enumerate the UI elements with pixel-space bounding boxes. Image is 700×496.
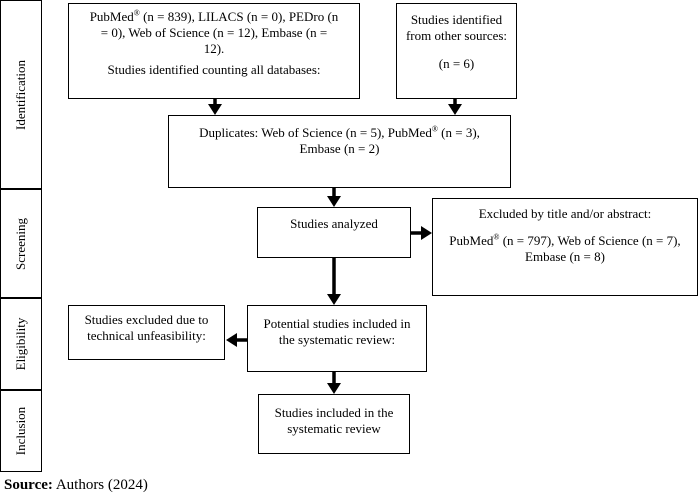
source-note: Source: Authors (2024) bbox=[4, 477, 148, 494]
source-text: Authors (2024) bbox=[52, 477, 148, 493]
phase-eligibility: Eligibility bbox=[0, 298, 42, 390]
excluded-technical-line-2: technical unfeasibility: bbox=[87, 328, 206, 343]
phase-screening: Screening bbox=[0, 189, 42, 298]
excluded-title-line-3: Embase (n = 8) bbox=[525, 249, 605, 264]
phase-inclusion-label: Inclusion bbox=[13, 406, 28, 456]
other-sources-line-3: (n = 6) bbox=[438, 56, 475, 71]
phase-identification: Identification bbox=[0, 0, 42, 189]
databases-box: PubMed® (n = 839), LILACS (n = 0), PEDro… bbox=[68, 3, 360, 99]
duplicates-line-1: Duplicates: Web of Science (n = 5), PubM… bbox=[199, 124, 480, 140]
databases-line-3: 12). bbox=[203, 41, 225, 56]
excluded-title-line-2: PubMed® (n = 797), Web of Science (n = 7… bbox=[449, 232, 681, 248]
excluded-technical-box: Studies excluded due to technical unfeas… bbox=[68, 305, 225, 360]
other-sources-line-1: Studies identified bbox=[410, 12, 503, 27]
included-line-2: systematic review bbox=[287, 421, 381, 436]
duplicates-box: Duplicates: Web of Science (n = 5), PubM… bbox=[168, 115, 511, 188]
potential-box: Potential studies included in the system… bbox=[247, 305, 427, 372]
potential-line-1: Potential studies included in bbox=[263, 316, 411, 331]
potential-line-2: the systematic review: bbox=[278, 332, 396, 347]
phase-inclusion: Inclusion bbox=[0, 390, 42, 472]
analyzed-line-1: Studies analyzed bbox=[290, 216, 378, 231]
databases-line-1: PubMed® (n = 839), LILACS (n = 0), PEDro… bbox=[89, 8, 339, 24]
excluded-title-box: Excluded by title and/or abstract: PubMe… bbox=[432, 198, 698, 296]
analyzed-box: Studies analyzed bbox=[257, 207, 411, 258]
other-sources-box: Studies identified from other sources: (… bbox=[396, 3, 517, 99]
other-sources-line-2: from other sources: bbox=[405, 28, 508, 43]
phase-screening-label: Screening bbox=[13, 217, 28, 270]
source-label: Source: bbox=[4, 477, 53, 493]
databases-line-2: = 0), Web of Science (n = 12), Embase (n… bbox=[100, 25, 328, 40]
excluded-title-line-1: Excluded by title and/or abstract: bbox=[478, 206, 652, 221]
databases-line-4: Studies identified counting all database… bbox=[107, 62, 321, 77]
excluded-technical-line-1: Studies excluded due to bbox=[84, 312, 209, 327]
duplicates-line-2: Embase (n = 2) bbox=[299, 141, 380, 156]
included-line-1: Studies included in the bbox=[274, 405, 394, 420]
phase-eligibility-label: Eligibility bbox=[13, 317, 28, 371]
included-box: Studies included in the systematic revie… bbox=[258, 394, 410, 454]
phase-identification-label: Identification bbox=[13, 59, 28, 130]
